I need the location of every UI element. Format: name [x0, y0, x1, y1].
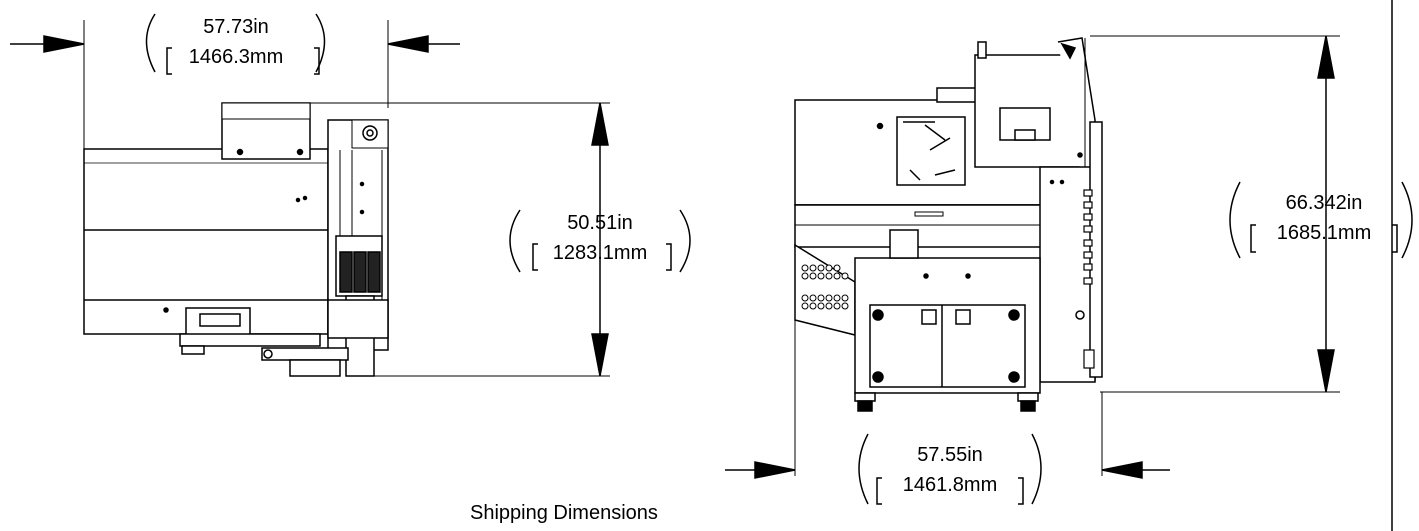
- top-width-dimension: 57.73in 1466.3mm: [146, 12, 326, 72]
- top-width-inches: 57.73in: [203, 16, 269, 38]
- front-width-dimension: 57.55in 1461.8mm: [860, 440, 1040, 500]
- dimension-parens: [145, 13, 1413, 505]
- top-view-machine: [83, 20, 610, 377]
- front-width-mm: 1461.8mm: [902, 474, 998, 496]
- top-depth-dimension: 50.51in 1283.1mm: [510, 208, 690, 268]
- top-depth-inches: 50.51in: [567, 212, 633, 234]
- top-width-arrows: [10, 35, 460, 53]
- front-width-inches: 57.55in: [917, 444, 983, 466]
- drawing-caption: Shipping Dimensions: [470, 502, 658, 524]
- front-view-machine: [794, 35, 1340, 476]
- top-width-mm: 1466.3mm: [188, 46, 284, 68]
- front-height-inches: 66.342in: [1285, 192, 1363, 214]
- front-height-arrow: [1317, 35, 1335, 393]
- front-width-arrows: [725, 461, 1170, 479]
- top-depth-mm: 1283.1mm: [552, 242, 648, 264]
- front-height-dimension: 66.342in 1685.1mm: [1234, 188, 1414, 248]
- top-depth-arrow: [591, 102, 609, 377]
- front-height-mm: 1685.1mm: [1276, 222, 1372, 244]
